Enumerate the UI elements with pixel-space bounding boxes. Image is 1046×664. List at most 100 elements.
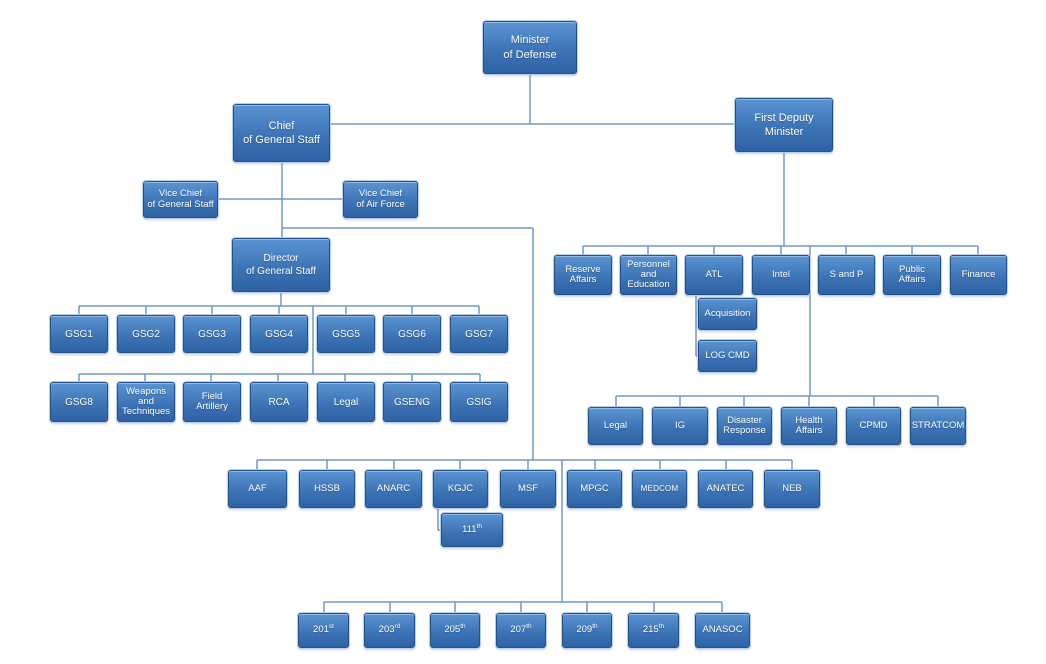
node-label: GSG4	[265, 328, 293, 340]
org-node-medcom: MEDCOM	[632, 470, 687, 508]
org-node-cpmd: CPMD	[846, 407, 901, 445]
org-node-gsig: GSIG	[450, 382, 508, 422]
node-label: CPMD	[859, 419, 888, 431]
node-label: GSG8	[65, 396, 93, 408]
node-label: Field Artillery	[196, 390, 228, 412]
node-label: Disaster Response	[723, 414, 766, 436]
org-node-aaf: AAF	[228, 470, 287, 508]
node-label: GSENG	[393, 396, 431, 408]
org-node-intel: Intel	[752, 255, 810, 295]
node-label: Finance	[961, 268, 996, 280]
org-node-neb: NEB	[764, 470, 820, 508]
node-label: HSSB	[314, 482, 340, 494]
node-label: RCA	[268, 396, 290, 408]
node-label: Personnel and Education	[627, 258, 670, 291]
org-node-ig: IG	[652, 407, 708, 445]
org-node-207th: 207th	[496, 613, 546, 648]
node-label: Legal	[603, 419, 628, 431]
org-node-s-and-p: S and P	[818, 255, 875, 295]
org-node-gsg6: GSG6	[383, 315, 441, 353]
org-node-vice-chief-of-general-staff: Vice Chief of General Staff	[143, 181, 218, 218]
node-label: Intel	[772, 268, 790, 280]
org-node-legal-gs: Legal	[317, 382, 375, 422]
org-node-finance: Finance	[950, 255, 1007, 295]
org-node-205th: 205th	[430, 613, 480, 648]
org-node-field-artillery: Field Artillery	[183, 382, 241, 422]
node-label: KGJC	[447, 482, 474, 494]
node-label: Public Affairs	[898, 263, 926, 285]
org-node-msf: MSF	[500, 470, 556, 508]
node-label: GSG2	[132, 328, 160, 340]
org-node-gsg8: GSG8	[50, 382, 108, 422]
org-node-log-cmd: LOG CMD	[698, 340, 757, 372]
node-label: ATL	[705, 268, 723, 280]
node-label: Health Affairs	[795, 414, 823, 436]
org-node-atl: ATL	[685, 255, 743, 295]
org-node-legal: Legal	[588, 407, 643, 445]
org-node-public-affairs: Public Affairs	[883, 255, 941, 295]
org-node-gsg4: GSG4	[250, 315, 308, 353]
node-label: ANARC	[376, 482, 411, 494]
node-label: Weapons and Techniques	[121, 385, 171, 418]
org-node-mpgc: MPGC	[567, 470, 622, 508]
org-node-director-of-general-staff: Director of General Staff	[232, 238, 330, 292]
node-label: GSG1	[65, 328, 93, 340]
node-label: First Deputy Minister	[754, 111, 814, 138]
org-node-anasoc: ANASOC	[695, 613, 750, 648]
org-node-gsg7: GSG7	[450, 315, 508, 353]
org-node-personnel-and-education: Personnel and Education	[620, 255, 677, 295]
org-node-gsg5: GSG5	[317, 315, 375, 353]
node-label: GSG3	[198, 328, 226, 340]
node-label: ANATEC	[706, 482, 745, 494]
org-node-kgjc: KGJC	[433, 470, 488, 508]
org-node-vice-chief-of-air-force: Vice Chief of Air Force	[343, 181, 418, 218]
node-label: STRATCOM	[911, 419, 965, 431]
org-node-gsg1: GSG1	[50, 315, 108, 353]
org-node-rca: RCA	[250, 382, 308, 422]
node-label: Vice Chief of Air Force	[356, 188, 405, 210]
org-node-chief-of-general-staff: Chief of General Staff	[233, 104, 330, 162]
node-label: GSG7	[465, 328, 493, 340]
node-label: NEB	[782, 482, 802, 494]
org-node-anatec: ANATEC	[698, 470, 753, 508]
node-label: Director of General Staff	[246, 253, 316, 277]
org-node-minister-of-defense: Minister of Defense	[483, 21, 577, 74]
org-node-111th: 111th	[441, 513, 503, 547]
org-node-gsg3: GSG3	[183, 315, 241, 353]
node-label: IG	[674, 419, 686, 431]
node-label: GSG5	[332, 328, 360, 340]
org-node-gsg2: GSG2	[117, 315, 175, 353]
node-label: GSIG	[466, 396, 492, 408]
org-node-anarc: ANARC	[365, 470, 422, 508]
node-label: S and P	[829, 268, 864, 280]
node-label: Acquisition	[704, 307, 751, 319]
org-node-gseng: GSENG	[383, 382, 441, 422]
node-label: 201st	[313, 623, 334, 636]
org-node-209th: 209th	[562, 613, 612, 648]
org-node-health-affairs: Health Affairs	[781, 407, 837, 445]
node-label: ANASOC	[702, 624, 743, 636]
org-node-acquisition: Acquisition	[698, 298, 757, 330]
node-label: 215th	[642, 623, 665, 636]
node-label: 205th	[444, 623, 466, 636]
org-node-hssb: HSSB	[299, 470, 355, 508]
org-node-203rd: 203rd	[364, 613, 415, 648]
node-label: LOG CMD	[705, 349, 750, 361]
org-node-disaster-response: Disaster Response	[717, 407, 772, 445]
org-node-weapons-and-techniques: Weapons and Techniques	[117, 382, 175, 422]
org-node-201st: 201st	[298, 613, 349, 648]
node-label: GSG6	[398, 328, 426, 340]
org-node-reserve-affairs: Reserve Affairs	[554, 255, 612, 295]
node-label: 111th	[462, 522, 482, 535]
node-label: MSF	[517, 482, 539, 494]
org-node-215th: 215th	[628, 613, 679, 648]
node-label: 209th	[576, 623, 598, 636]
node-label: Minister of Defense	[503, 34, 557, 61]
node-label: Vice Chief of General Staff	[147, 188, 214, 210]
node-label: MEDCOM	[640, 483, 679, 493]
node-label: 203rd	[378, 623, 401, 636]
org-node-first-deputy-minister: First Deputy Minister	[735, 98, 833, 152]
node-label: Chief of General Staff	[243, 119, 320, 146]
org-node-stratcom: STRATCOM	[910, 407, 966, 445]
